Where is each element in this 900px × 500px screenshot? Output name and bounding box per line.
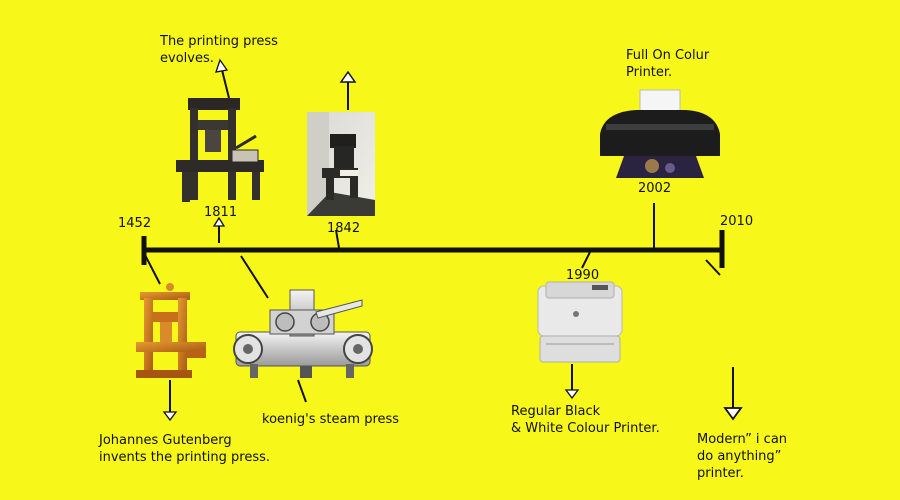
caption-1990: Regular Black & White Colour Printer.: [511, 404, 660, 436]
year-label-1842: 1842: [327, 221, 361, 236]
caption-1452: Johannes Gutenberg invents the printing …: [99, 433, 271, 465]
arrow-up-icon: [339, 70, 357, 83]
caption-steam-press: koenig's steam press: [262, 412, 400, 427]
timeline-axis: [141, 230, 725, 268]
year-label-1990: 1990: [566, 268, 600, 283]
connector-1842: [335, 229, 340, 249]
connector-steam-caption: [297, 379, 307, 403]
connector-2010: [705, 259, 721, 276]
year-label-2010: 2010: [720, 214, 754, 229]
arrow-down-icon: [564, 389, 580, 400]
laser-printer-icon: [537, 281, 623, 363]
arrow-down-icon: [162, 411, 178, 422]
iron-hand-press-icon: [176, 98, 264, 202]
arrow-down-icon: [723, 407, 743, 421]
connector-1452: [143, 252, 161, 285]
connector-steam-press: [240, 255, 269, 299]
caption-2010: Modern” i can do anything” printer.: [697, 432, 788, 481]
early-press-photo: [307, 112, 375, 216]
caption-1811: The printing press evolves.: [160, 34, 278, 66]
year-label-2002: 2002: [638, 181, 672, 196]
gutenberg-wooden-press-icon: [136, 283, 206, 378]
connector-1990: [581, 251, 591, 269]
koenig-steam-press-icon: [233, 289, 373, 378]
connectors: [143, 58, 743, 422]
arrow-up-icon: [215, 58, 229, 73]
year-label-1811: 1811: [204, 205, 238, 220]
year-label-1452: 1452: [118, 216, 152, 231]
color-inkjet-printer-icon: [600, 89, 720, 178]
arrow-up-icon: [212, 216, 226, 227]
connector-1811-caption: [221, 69, 230, 99]
caption-2002: Full On Colur Printer.: [626, 48, 710, 80]
